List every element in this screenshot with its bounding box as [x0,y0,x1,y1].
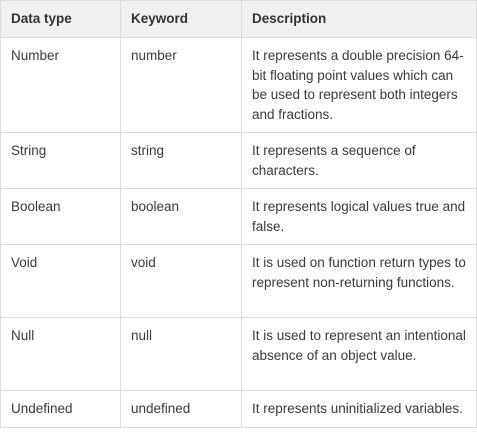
cell-description: It represents a sequence of characters. [241,132,477,189]
table-header: Data type Keyword Description [0,0,477,38]
table-row: Boolean boolean It represents logical va… [0,188,477,245]
cell-keyword: boolean [120,188,242,245]
cell-keyword: null [120,317,242,391]
cell-keyword: undefined [120,390,242,428]
header-keyword: Keyword [120,0,242,38]
cell-description: It represents uninitialized variables. [241,390,477,428]
header-data-type: Data type [0,0,121,38]
table-row: Void void It is used on function return … [0,244,477,318]
cell-keyword: string [120,132,242,189]
cell-description: It represents a double precision 64-bit … [241,37,477,133]
cell-data-type: String [0,132,121,189]
table-row: Null null It is used to represent an int… [0,317,477,391]
cell-keyword: number [120,37,242,133]
table-row: String string It represents a sequence o… [0,132,477,189]
cell-data-type: Number [0,37,121,133]
cell-data-type: Boolean [0,188,121,245]
header-description: Description [241,0,477,38]
header-row: Data type Keyword Description [0,0,477,38]
cell-description: It represents logical values true and fa… [241,188,477,245]
cell-description: It is used on function return types to r… [241,244,477,318]
cell-data-type: Undefined [0,390,121,428]
table-body: Number number It represents a double pre… [0,37,477,428]
cell-keyword: void [120,244,242,318]
cell-description: It is used to represent an intentional a… [241,317,477,391]
cell-data-type: Null [0,317,121,391]
table-row: Number number It represents a double pre… [0,37,477,133]
table-row: Undefined undefined It represents uninit… [0,390,477,428]
cell-data-type: Void [0,244,121,318]
